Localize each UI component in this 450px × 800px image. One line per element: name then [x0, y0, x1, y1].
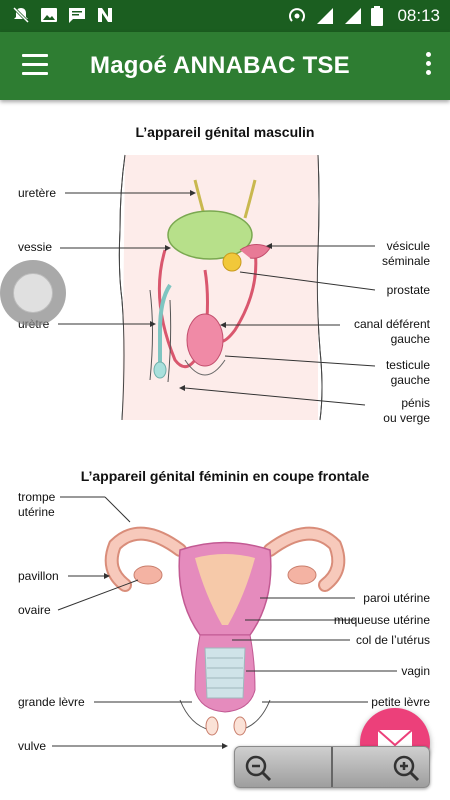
label-penis-line1: pénis: [401, 396, 430, 410]
zoom-out-button[interactable]: [243, 753, 273, 783]
app-title: Magoé ANNABAC TSE: [90, 52, 350, 79]
figure-title-female: L’appareil génital féminin en coupe fron…: [80, 468, 370, 484]
label-grande-levre: grande lèvre: [18, 695, 85, 709]
status-bar: 08:13: [0, 0, 450, 32]
label-pavillon: pavillon: [18, 569, 59, 583]
label-vessie: vessie: [18, 240, 53, 254]
image-icon: [41, 8, 57, 22]
label-vesicule: vésicule séminale: [340, 239, 430, 269]
content-area: L’appareil génital masculin: [0, 100, 450, 800]
label-col: col de l’utérus: [355, 633, 430, 647]
female-diagram: [52, 496, 397, 749]
label-canal-line1: canal déférent: [353, 317, 430, 331]
label-vagin: vagin: [401, 664, 430, 678]
male-diagram: [58, 154, 376, 421]
label-prostate: prostate: [386, 283, 430, 297]
label-canal: canal déférent gauche: [330, 317, 430, 347]
label-muqueuse: muqueuse utérine: [333, 613, 430, 627]
more-vert-icon[interactable]: [424, 52, 432, 80]
label-trompe-line1: trompe: [18, 490, 56, 504]
label-testicule-line2: gauche: [390, 373, 430, 387]
signal-icon: [317, 8, 334, 24]
label-penis-line2: ou verge: [383, 411, 430, 425]
hamburger-icon[interactable]: [22, 54, 48, 76]
label-vesicule-line1: vésicule: [386, 239, 430, 253]
zoom-in-icon: [393, 755, 420, 782]
label-ovaire: ovaire: [18, 603, 51, 617]
label-paroi: paroi utérine: [363, 591, 430, 605]
figure-title-male: L’appareil génital masculin: [135, 124, 315, 140]
assistive-touch-button[interactable]: [0, 260, 66, 326]
label-canal-line2: gauche: [390, 332, 430, 346]
label-penis: pénis ou verge: [340, 396, 430, 426]
status-time: 08:13: [397, 6, 440, 25]
label-vulve: vulve: [18, 739, 47, 753]
message-icon: [69, 8, 85, 23]
label-vesicule-line2: séminale: [381, 254, 430, 268]
label-uretere: uretère: [18, 186, 57, 200]
hotspot-icon: [289, 8, 306, 22]
n-icon: [98, 8, 112, 22]
battery-icon: [371, 6, 384, 26]
notifications-off-icon: [12, 6, 30, 24]
zoom-controls: [234, 746, 430, 788]
label-testicule-line1: testicule: [385, 358, 430, 372]
zoom-divider: [331, 747, 333, 787]
label-trompe: trompe utérine: [18, 490, 55, 520]
signal-icon: [345, 8, 362, 24]
zoom-out-icon: [245, 755, 272, 782]
label-testicule: testicule gauche: [340, 358, 430, 388]
zoom-in-button[interactable]: [391, 753, 421, 783]
label-petite-levre: petite lèvre: [371, 695, 430, 709]
app-bar: Magoé ANNABAC TSE: [0, 32, 450, 100]
label-trompe-line2: utérine: [18, 505, 55, 519]
